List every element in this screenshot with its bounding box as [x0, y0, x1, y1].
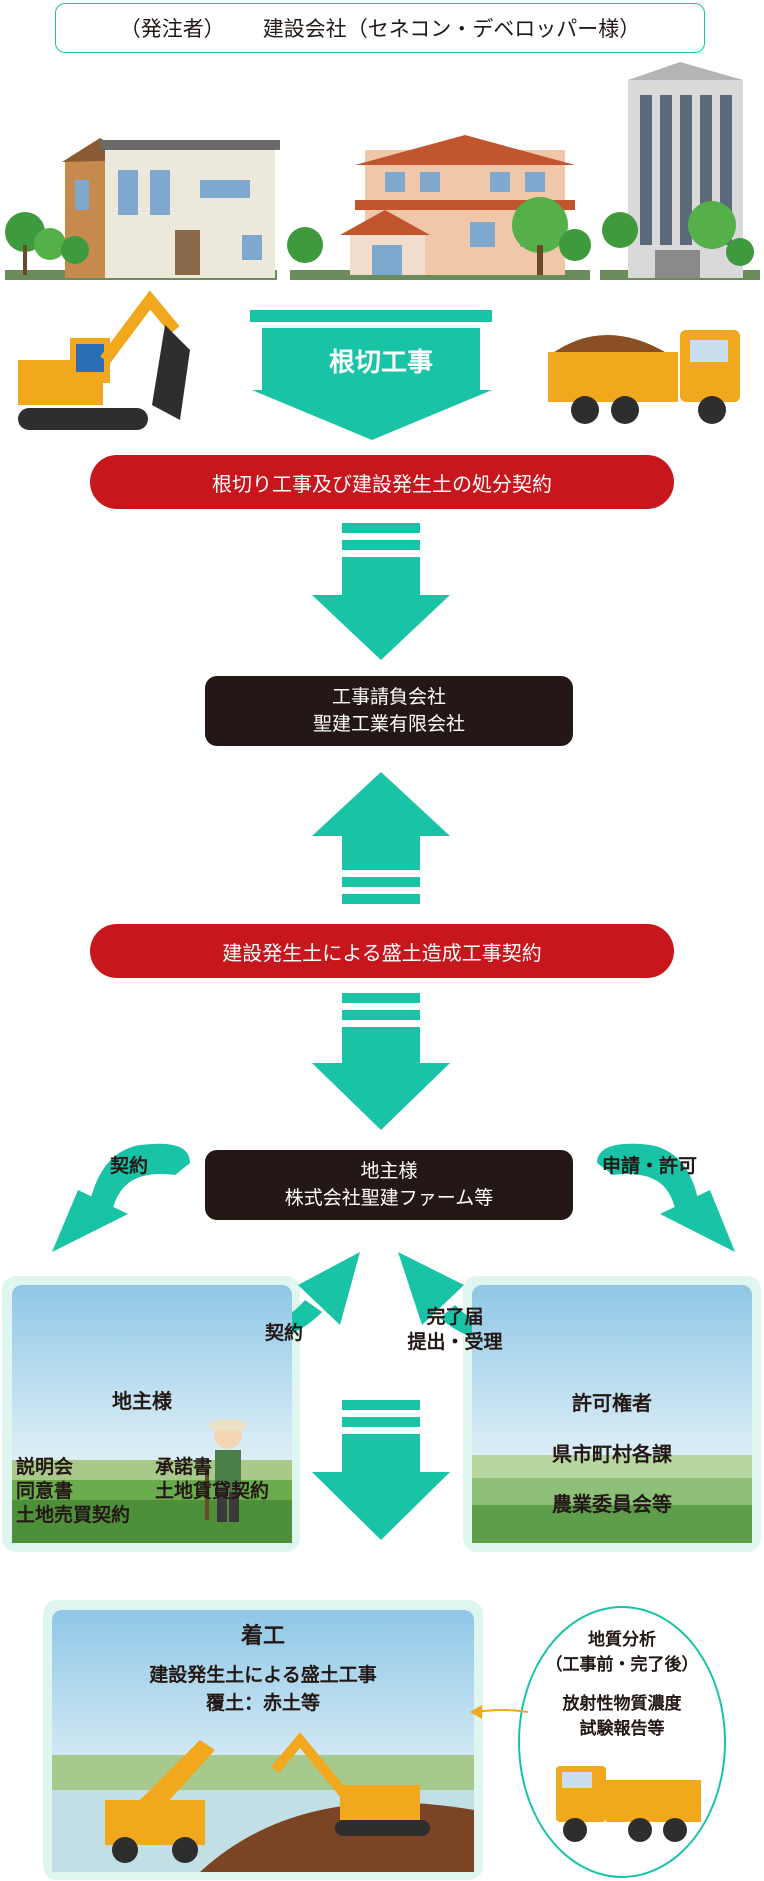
contractor-line1: 工事請負会社: [331, 686, 446, 708]
completion-label: 完了届 提出・受理: [400, 1305, 510, 1355]
mid-contract-label: 契約: [265, 1322, 304, 1344]
start-panel-line1: 建設発生土による盛土工事: [149, 1664, 377, 1686]
curved-arrow-left: [52, 1143, 190, 1252]
doc-approval: 承諾書: [155, 1456, 213, 1478]
analysis-line2: （工事前・完了後）: [545, 1655, 699, 1675]
right-panel-title: 許可権者: [572, 1391, 652, 1415]
excavator-illustration: [18, 290, 190, 430]
left-panel-docs-left: 説明会 同意書 土地売買契約: [16, 1455, 130, 1527]
building-right-illustration: [600, 62, 760, 280]
bottom-excavator: [271, 1732, 430, 1836]
analysis-truck-illustration: [556, 1766, 701, 1842]
completion-line1: 完了届: [426, 1306, 484, 1328]
right-panel-line1: 県市町村各課: [552, 1442, 672, 1466]
building-left-illustration: [5, 138, 280, 280]
doc-land-sale-contract: 土地売買契約: [16, 1504, 131, 1526]
contract1-banner: 根切り工事及び建設発生土の処分契約: [90, 455, 674, 509]
up-arrow: [312, 772, 450, 904]
start-panel-line2: 覆土：赤土等: [205, 1692, 320, 1714]
dump-truck-soil-illustration: [548, 330, 740, 424]
down-arrow-3: [312, 1400, 450, 1540]
analysis-line1: 地質分析: [588, 1630, 656, 1650]
building-center-illustration: [287, 135, 591, 280]
right-panel-line2: 農業委員会等: [552, 1492, 672, 1516]
doc-land-lease-contract: 土地賃貸契約: [155, 1480, 270, 1502]
contract2-banner: 建設発生土による盛土造成工事契約: [90, 924, 674, 978]
start-panel-title: 着工: [240, 1624, 285, 1649]
bottom-dump-truck: [105, 1740, 215, 1863]
right-field-scene: [472, 1285, 752, 1543]
curved-arrow-right: [597, 1143, 735, 1252]
construction-site-scene: [52, 1610, 474, 1872]
excavation-label: 根切工事: [328, 348, 433, 378]
contractor-line2: 聖建工業有限会社: [312, 713, 465, 735]
client-box: （発注者） 建設会社（セネコン・デベロッパー様）: [55, 3, 705, 53]
analysis-text: 地質分析 （工事前・完了後） 放射性物質濃度 試験報告等: [520, 1628, 724, 1742]
right-apply-label: 申請・許可: [602, 1155, 698, 1177]
down-arrow-2: [312, 993, 450, 1130]
analysis-line3: 放射性物質濃度: [562, 1694, 682, 1714]
down-arrow-1: [312, 523, 450, 660]
client-name: 建設会社（セネコン・デベロッパー様）: [262, 17, 641, 41]
completion-line2: 提出・受理: [407, 1331, 503, 1353]
analysis-pointer-arrow: [470, 1705, 529, 1719]
farmer-figure: [205, 1419, 248, 1522]
left-panel-title: 地主様: [112, 1389, 172, 1413]
left-panel-docs-right: 承諾書 土地賃貸契約: [155, 1455, 269, 1503]
doc-briefing: 説明会: [16, 1456, 74, 1478]
analysis-line4: 試験報告等: [579, 1719, 665, 1739]
contractor-box: 工事請負会社 聖建工業有限会社: [205, 676, 573, 746]
landowner-box: 地主様 株式会社聖建ファーム等: [205, 1150, 573, 1220]
client-label: （発注者）: [119, 17, 225, 41]
left-field-scene: [12, 1285, 292, 1543]
excavation-arrow: [250, 310, 492, 440]
left-contract-label: 契約: [110, 1155, 149, 1177]
landowner-line1: 地主様: [360, 1160, 418, 1182]
doc-consent: 同意書: [16, 1480, 74, 1502]
landowner-line2: 株式会社聖建ファーム等: [284, 1187, 494, 1209]
